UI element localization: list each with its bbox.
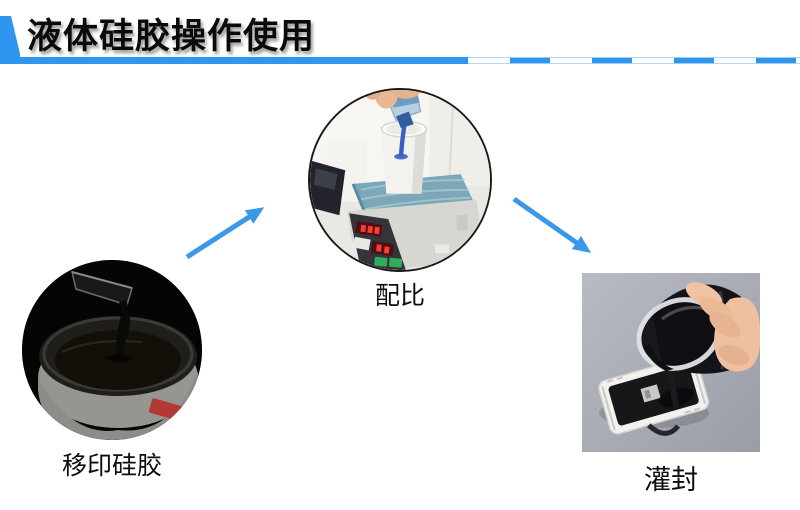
photo-potting [582,273,760,452]
photo-pad-printing-silicone [22,260,202,440]
photo-weighing-scale [308,88,492,272]
step-label-mixing-ratio: 配比 [374,282,425,310]
header-divider-dashes [468,57,800,64]
weighing-scale-illustration [310,90,490,270]
step-label-pad-printing-silicone: 移印硅胶 [61,452,162,480]
header-divider-bar [0,57,800,64]
header-corner-accent-shape [0,16,20,63]
potting-illustration [582,273,760,452]
flow-arrow-up-right-icon [185,207,265,260]
page-title: 液体硅胶操作使用 [27,17,316,56]
pad-printing-silicone-illustration [22,260,202,440]
step-label-potting: 灌封 [644,465,698,495]
flow-arrow-down-right-icon [512,196,592,253]
